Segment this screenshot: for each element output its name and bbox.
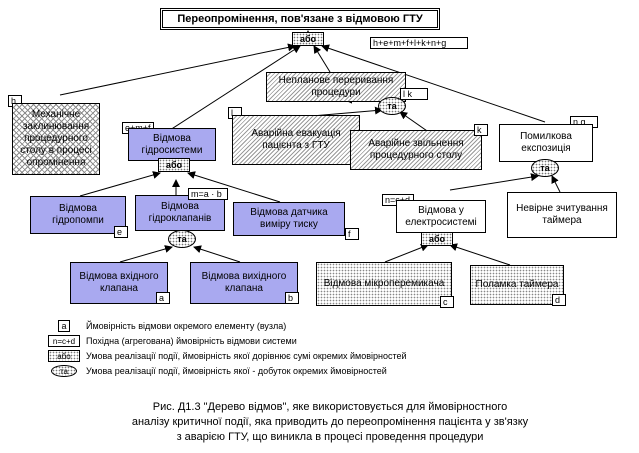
legend-symbol-system: n=c+d [48,335,80,347]
event-emergency-evacuation: Аварійна евакуація пацієнта з ГТУ [232,115,360,165]
event-inlet-valve-failure: Відмова вхідного клапана [70,262,168,304]
exposure-and-gate: та [531,159,559,177]
hydro-or-gate: або [158,158,190,172]
legend-symbol-and: та [51,365,77,377]
event-pump-failure: Відмова гідропомпи [30,196,126,234]
event-timer-misread: Невірне зчитування таймера [507,192,617,238]
legend-symbol-or: або [48,350,80,362]
event-k-tag: k [474,124,488,136]
event-mechanical-jam: Механічне заклинювання процедурного стол… [12,103,100,175]
event-timer-misread-label: Невірне зчитування таймера [516,203,608,226]
event-valves-failure-label: Відмова гідроклапанів [148,201,212,224]
event-a-tag: a [156,292,170,304]
event-hydraulic-failure: Відмова гідросистеми [128,128,216,161]
legend-text-and: Умова реалізації події, ймовірність якої… [86,366,387,376]
event-emergency-table-release-label: Аварійне звільнення процедурного столу [368,138,464,161]
event-unplanned-tag: l k [400,88,428,100]
legend-symbol-element: a [48,320,80,332]
event-emergency-evacuation-label: Аварійна евакуація пацієнта з ГТУ [251,128,341,151]
event-f-tag: f [345,228,359,240]
event-pressure-sensor-failure: Відмова датчика виміру тиску [233,202,345,236]
legend-element-tag: a [58,320,70,332]
event-inlet-valve-failure-label: Відмова вхідного клапана [79,271,159,294]
top-event-title: Переопромінення, пов'язане з відмовою ГТ… [160,8,440,30]
unplanned-and-gate: та [378,97,406,115]
event-h-tag: h [8,95,22,107]
event-wrong-exposure-label: Помилкова експозиція [520,131,572,154]
event-e-tag: e [114,226,128,238]
event-d-tag: d [552,294,566,306]
event-unplanned-interruption: Непланове переривання процедури [266,72,406,102]
caption-line-3: з аварією ГТУ, що виникла в процесі пров… [176,431,484,443]
legend-row-and: та Умова реалізації події, ймовірність я… [48,364,387,378]
event-valves-tag: m=a · b [188,188,228,200]
legend-text-element: Ймовірність відмови окремого елементу (в… [86,321,287,331]
figure-caption: Рис. Д1.3 "Дерево відмов", яке використо… [40,400,620,445]
event-mechanical-jam-label: Механічне заклинювання процедурного стол… [20,109,92,168]
event-b-tag: b [285,292,299,304]
event-timer-breakdown: Поламка таймера [470,265,564,305]
event-hydraulic-failure-label: Відмова гідросистеми [141,132,203,156]
electro-or-gate: або [421,232,453,246]
legend-row-or: або Умова реалізації події, ймовірність … [48,349,407,363]
event-microswitch-failure: Відмова мікроперемикача [316,262,452,306]
top-formula-tag: h+e+m+f+l+k+n+g [370,37,468,49]
event-emergency-table-release: Аварійне звільнення процедурного столу [350,130,482,170]
event-electrical-failure: Відмова у електросистемі [396,200,486,233]
event-pressure-sensor-failure-label: Відмова датчика виміру тиску [250,207,328,230]
valves-and-gate: та [168,230,196,248]
legend-text-system: Похідна (агрегована) ймовірність відмови… [86,336,297,346]
event-outlet-valve-failure: Відмова вихідного клапана [190,262,298,304]
event-c-tag: c [440,296,454,308]
event-electrical-failure-label: Відмова у електросистемі [405,204,477,228]
legend-row-system: n=c+d Похідна (агрегована) ймовірність в… [48,334,297,348]
event-outlet-valve-failure-label: Відмова вихідного клапана [201,271,287,294]
event-wrong-exposure: Помилкова експозиція [499,124,593,162]
caption-line-2: аналізу критичної події, яка приводить д… [131,416,529,428]
caption-line-1: Рис. Д1.3 "Дерево відмов", яке використо… [152,401,508,413]
event-unplanned-interruption-label: Непланове переривання процедури [278,75,394,98]
event-pump-failure-label: Відмова гідропомпи [52,203,104,226]
legend-row-element: a Ймовірність відмови окремого елементу … [48,319,286,333]
event-valves-failure: Відмова гідроклапанів [135,195,225,231]
event-timer-breakdown-label: Поламка таймера [475,279,559,290]
legend-text-or: Умова реалізації події, ймовірність якої… [86,351,407,361]
top-or-gate: або [292,32,324,46]
event-microswitch-failure-label: Відмова мікроперемикача [323,278,445,289]
